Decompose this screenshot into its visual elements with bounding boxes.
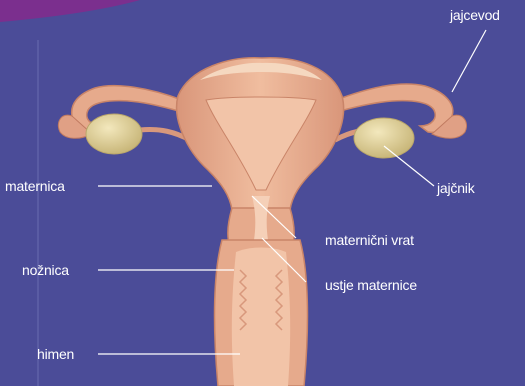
- label-ustje-maternice: ustje maternice: [325, 277, 417, 293]
- corner-accent: [0, 0, 140, 22]
- leader-jajcnik: [384, 146, 434, 186]
- left-ovary: [86, 114, 142, 154]
- leader-jajcevod: [452, 30, 486, 92]
- label-maternica: maternica: [5, 178, 65, 194]
- label-jajcevod: jajcevod: [450, 7, 500, 23]
- label-jajcnik: jajčnik: [437, 180, 475, 196]
- label-noznica: nožnica: [22, 262, 69, 278]
- label-himen: himen: [37, 346, 74, 362]
- right-ovary: [354, 118, 414, 158]
- label-maternicni-vrat: maternični vrat: [325, 232, 414, 248]
